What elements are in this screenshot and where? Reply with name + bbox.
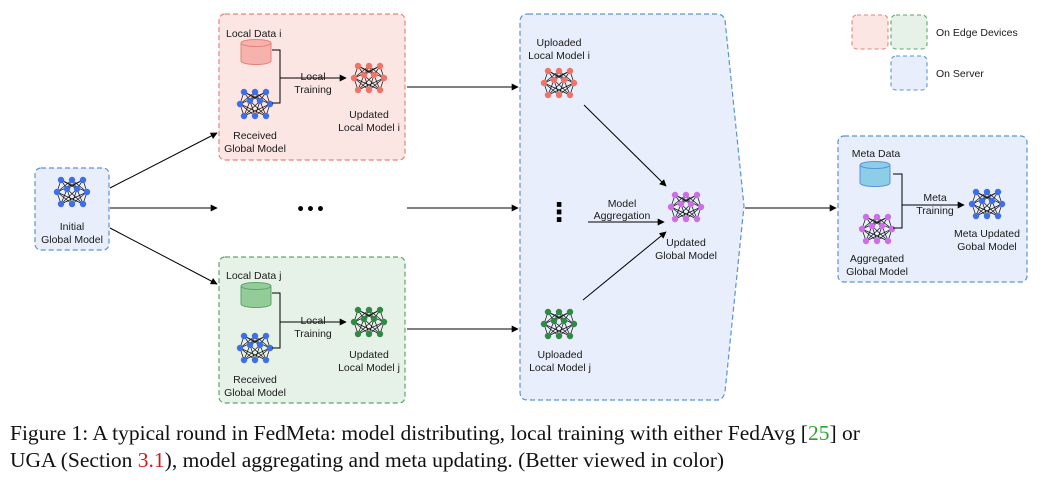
updated-local-model-j-icon (350, 306, 388, 338)
aggregation-label-1: Model (608, 198, 637, 210)
aggregated-label-2: Global Model (846, 266, 908, 278)
client-j-training-label-1: Local (300, 315, 325, 327)
meta-updated-model-icon (968, 188, 1006, 220)
server-box (519, 13, 745, 401)
local-data-j-label: Local Data j (226, 270, 281, 282)
updated-i-label-2: Local Model i (338, 122, 400, 134)
arrow-to-client-i (109, 132, 218, 189)
uploaded-local-model-j-icon (540, 308, 578, 340)
uploaded-i-label-2: Local Model i (528, 50, 590, 62)
client-i-training-label-2: Training (294, 84, 332, 96)
caption-text-2: ] or (829, 421, 860, 445)
meta-training-label-2: Training (916, 205, 954, 217)
uploaded-j-label-1: Uploaded (538, 349, 583, 361)
caption-text-4: ), model aggregating and meta updating. … (164, 448, 725, 472)
meta-result-label-1: Meta Updated (954, 228, 1020, 240)
caption-text-3: UGA (Section (10, 448, 138, 472)
received-global-model-i-icon (236, 88, 274, 120)
legend-green-swatch (890, 14, 928, 50)
uploaded-local-model-i-icon (540, 67, 578, 99)
client-i-bracket (272, 49, 346, 104)
client-j-training-label-2: Training (294, 328, 332, 340)
fedmeta-diagram: On Edge Devices On Server Local Training… (34, 13, 1028, 404)
meta-training-label-1: Meta (923, 192, 947, 204)
updated-global-label-1: Updated (666, 237, 706, 249)
client-i-training-label-1: Local (300, 71, 325, 83)
caption-text-1: Figure 1: A typical round in FedMeta: mo… (10, 421, 808, 445)
received-j-label-1: Received (233, 374, 277, 386)
initial-label-1: Initial (60, 221, 85, 233)
meta-data-icon (859, 161, 891, 187)
uploaded-i-label-1: Uploaded (537, 37, 582, 49)
initial-global-model-icon (53, 176, 91, 208)
meta-bracket (893, 173, 964, 229)
received-j-label-2: Global Model (224, 387, 286, 399)
legend-blue-swatch (890, 55, 928, 91)
received-global-model-j-icon (236, 332, 274, 364)
received-i-label-2: Global Model (224, 143, 286, 155)
updated-i-label-1: Updated (349, 109, 389, 121)
uploaded-j-label-2: Local Model j (529, 362, 591, 374)
updated-global-label-2: Global Model (655, 250, 717, 262)
received-i-label-1: Received (233, 130, 277, 142)
meta-result-label-2: Gobal Model (957, 241, 1017, 253)
updated-global-model-icon (667, 191, 705, 223)
legend-red-swatch (851, 14, 889, 50)
aggregated-global-model-icon (858, 213, 896, 245)
citation-25[interactable]: 25 (807, 421, 830, 445)
local-data-i-label: Local Data i (226, 28, 281, 40)
caption-line-1: Figure 1: A typical round in FedMeta: mo… (10, 420, 1060, 447)
legend-edge-label: On Edge Devices (936, 27, 1018, 39)
server-vertical-dots: ⋮ (546, 198, 572, 228)
aggregated-label-1: Aggregated (850, 253, 904, 265)
arrow-aggregate-i (583, 104, 667, 187)
client-j-bracket (272, 292, 346, 349)
arrow-to-client-j (109, 227, 218, 285)
aggregation-label-2: Aggregation (594, 210, 651, 222)
middle-ellipsis: ••• (296, 202, 326, 218)
arrow-aggregate-j (582, 231, 667, 301)
initial-model-box (34, 167, 110, 251)
local-data-j-icon (240, 282, 272, 308)
updated-j-label-2: Local Model j (338, 362, 400, 374)
section-ref-3-1[interactable]: 3.1 (137, 448, 165, 472)
figure-caption: Figure 1: A typical round in FedMeta: mo… (10, 420, 1060, 474)
initial-label-2: Global Model (41, 234, 103, 246)
updated-j-label-1: Updated (349, 349, 389, 361)
local-data-i-icon (240, 39, 272, 65)
meta-data-label: Meta Data (852, 148, 901, 160)
caption-line-2: UGA (Section 3.1), model aggregating and… (10, 447, 1060, 474)
legend-server-label: On Server (936, 68, 984, 80)
